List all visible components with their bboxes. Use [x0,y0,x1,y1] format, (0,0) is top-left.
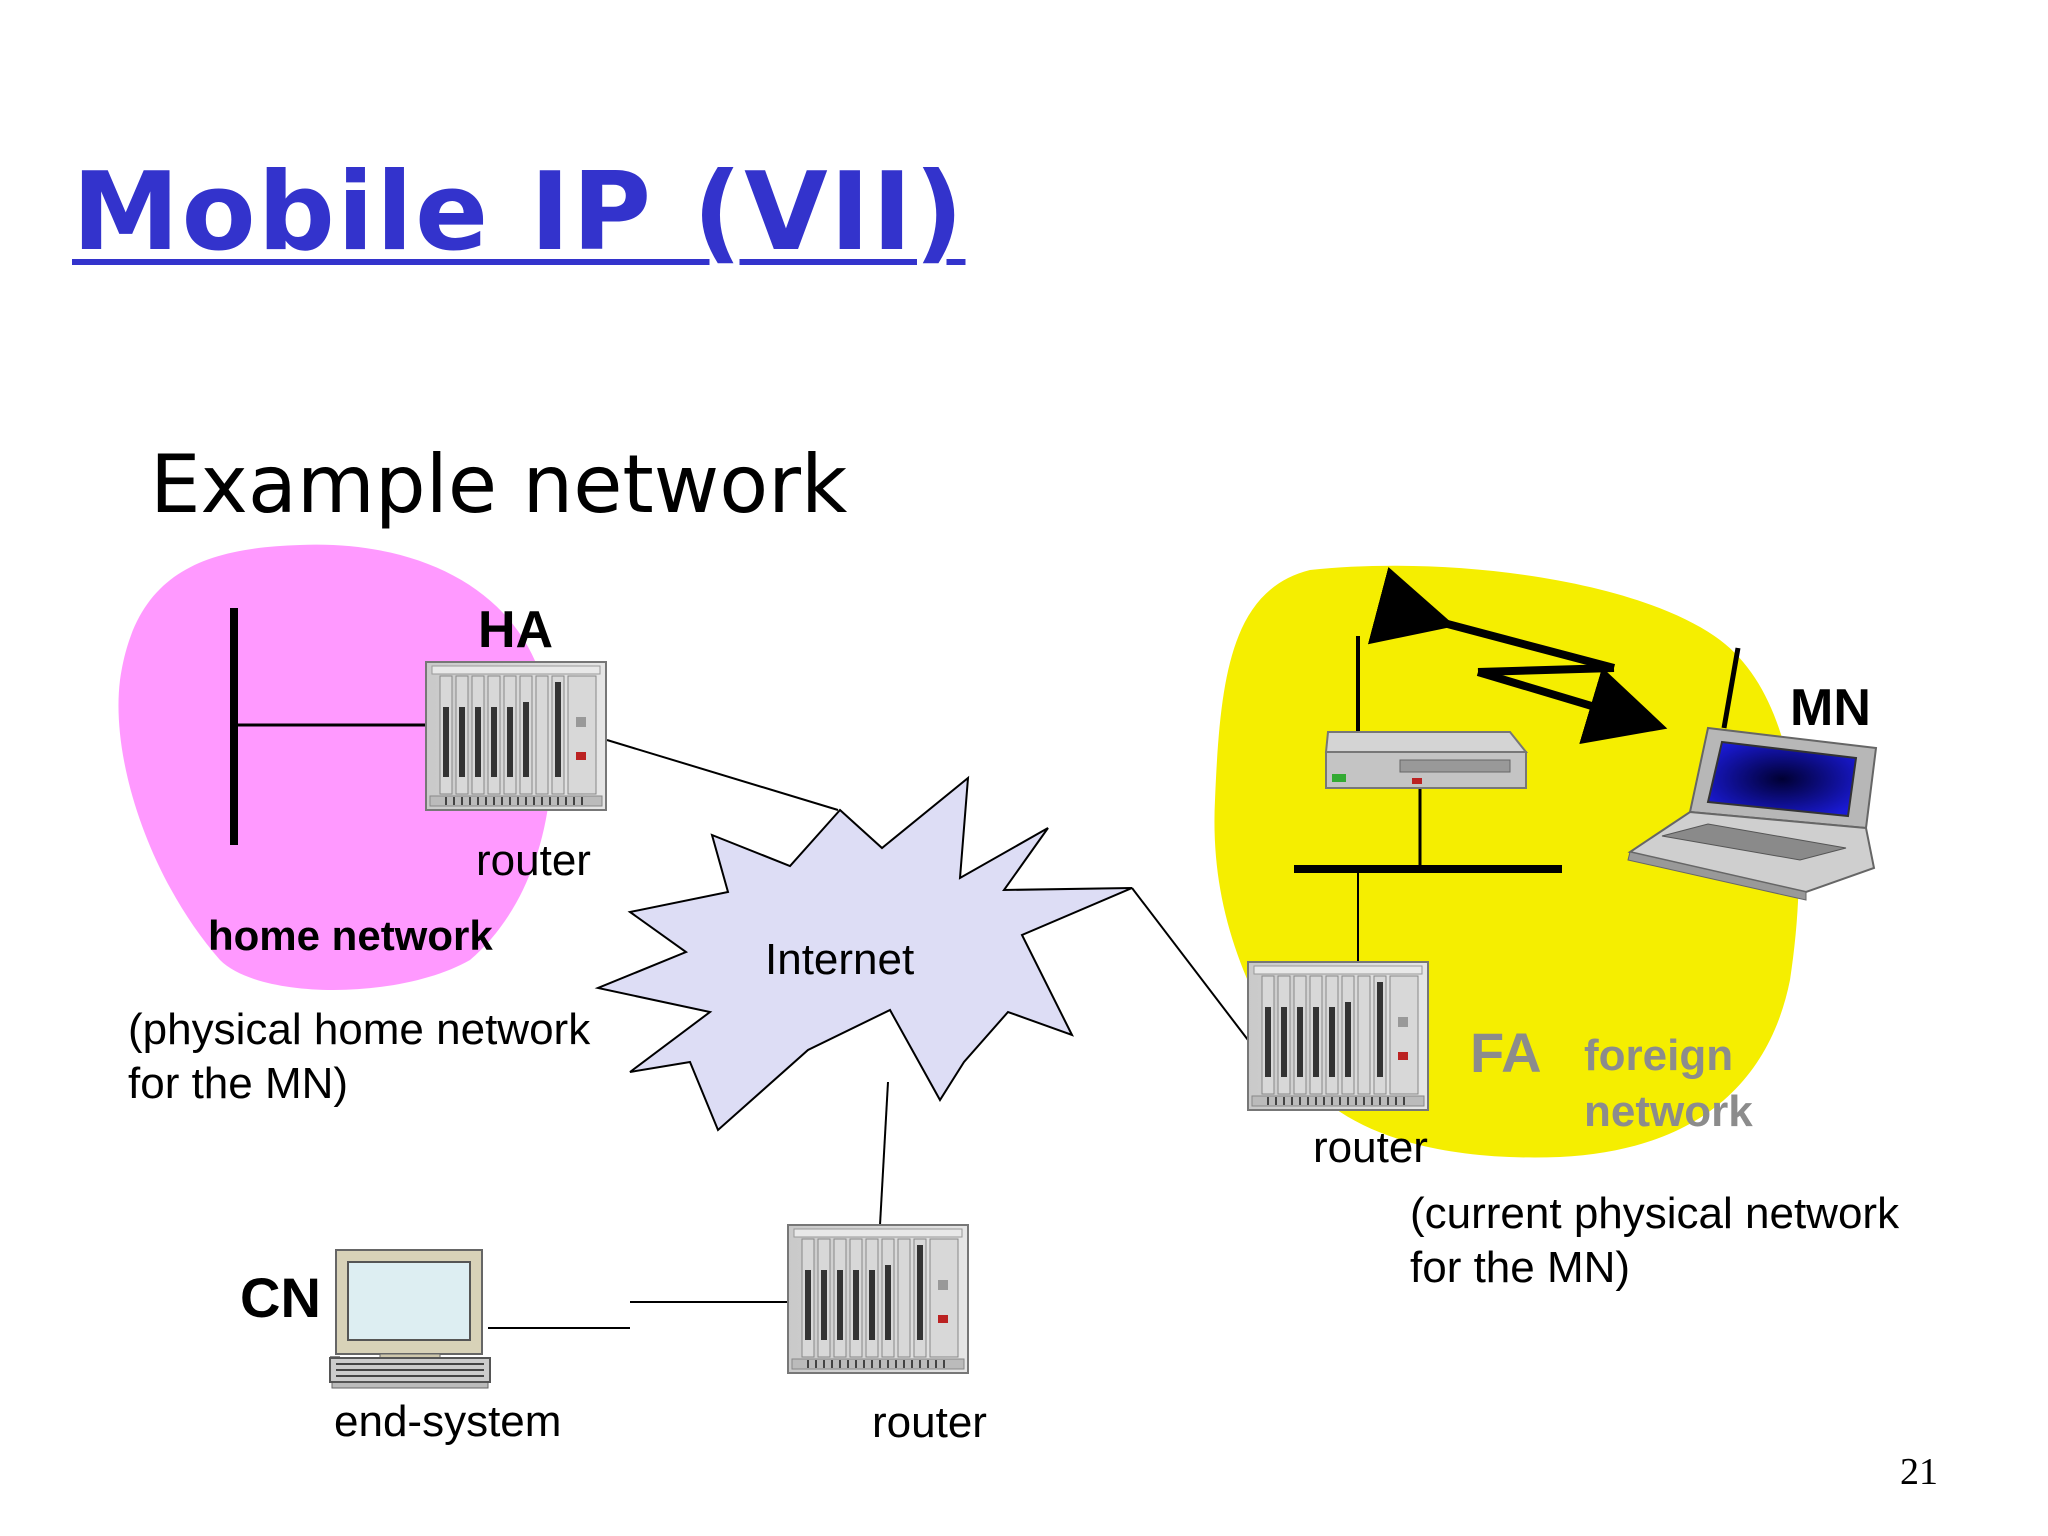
ha-router-icon [425,661,607,811]
internet-cloud [594,775,1133,1132]
access-point-icon [1324,636,1529,789]
home-network-region [118,544,552,990]
mn-label: MN [1790,679,1871,737]
cn-router-label: router [872,1398,987,1447]
slide-title: Mobile IP (VII) [72,150,966,275]
foreign-network-description: (current physical network for the MN) [1410,1189,1900,1292]
cn-label: CN [240,1266,321,1329]
wireless-link-icon [1367,566,1668,744]
internet-label: Internet [765,935,915,984]
link-internet-cnrouter [879,1081,889,1226]
laptop-icon [1627,647,1878,901]
fa-router-label: router [1313,1123,1428,1172]
link-internet-fa [1131,887,1249,1041]
home-network-description: (physical home network for the MN) [128,1005,591,1108]
end-system-label: end-system [334,1397,562,1446]
ha-router-label: router [476,836,591,885]
desktop-computer-icon [329,1249,491,1389]
page-number: 21 [1900,1451,1938,1493]
slide-subtitle: Example network [150,438,848,531]
fa-router-icon [1247,961,1429,1111]
home-network-label: home network [208,912,493,959]
cn-router-icon [787,1224,969,1374]
fa-label: FA [1470,1021,1542,1084]
link-ha-internet [606,739,839,811]
ha-label: HA [478,601,554,659]
foreign-network-label: foreign network [1584,1031,1753,1136]
